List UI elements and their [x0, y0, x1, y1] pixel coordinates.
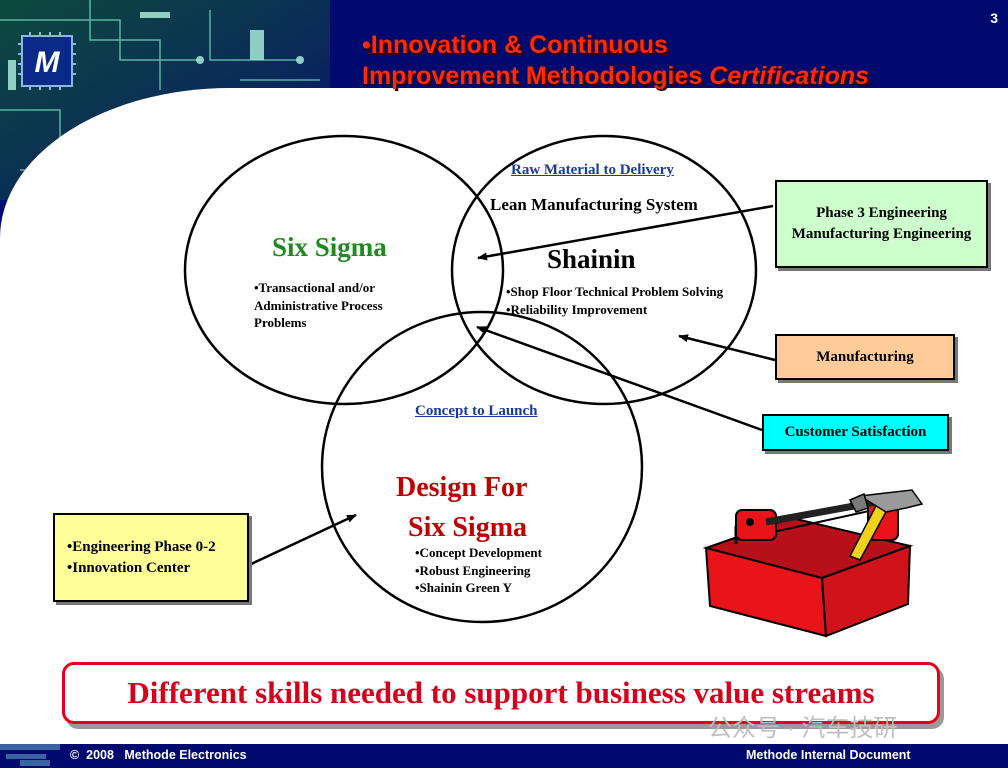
manufacturing-label: Manufacturing [816, 348, 914, 365]
raw-material-link[interactable]: Raw Material to Delivery [511, 162, 674, 178]
phase3-line-2: Manufacturing Engineering [791, 226, 972, 242]
dfss-bullet: •Shainin Green Y [415, 580, 513, 595]
customer-satisfaction-label: Customer Satisfaction [784, 424, 927, 440]
manufacturing-callout: Manufacturing [775, 334, 955, 380]
six-sigma-bullet: Problems [254, 315, 307, 330]
shainin-bullet: •Reliability Improvement [506, 301, 648, 317]
title-line-2: Improvement Methodologies Certifications [362, 61, 869, 92]
shainin-circle [450, 134, 758, 406]
logo-letter: M [35, 46, 61, 79]
six-sigma-circle [183, 134, 505, 406]
engineering-line-2: •Innovation Center [67, 559, 191, 576]
methode-logo: M [18, 32, 76, 90]
dfss-title-line-2: Six Sigma [408, 512, 528, 543]
shainin-bullet: •Shop Floor Technical Problem Solving [506, 284, 724, 299]
title-line-2-text: Improvement Methodologies [362, 62, 710, 90]
title-line-1: •Innovation & Continuous [362, 31, 668, 59]
slide-title: •Innovation & Continuous Improvement Met… [362, 30, 869, 92]
arrow-manufacturing [678, 334, 776, 362]
toolbox-icon [702, 489, 924, 638]
dfss-bullet: •Robust Engineering [415, 562, 531, 578]
arrow-phase3 [477, 204, 774, 261]
shainin-bullets: •Shop Floor Technical Problem Solving •R… [506, 283, 723, 318]
concept-to-launch-link[interactable]: Concept to Launch [415, 403, 538, 419]
lean-manufacturing-label: Lean Manufacturing System [490, 195, 698, 214]
dfss-title-line-1: Design For [396, 472, 528, 503]
engineering-callout: •Engineering Phase 0-2 •Innovation Cente… [53, 513, 249, 602]
watermark: 公众号 · 汽车技研 [708, 715, 898, 742]
summary-banner: Different skills needed to support busin… [62, 662, 940, 724]
six-sigma-bullets: •Transactional and/or Administrative Pro… [254, 279, 383, 332]
footer-document-label: Methode Internal Document [746, 748, 911, 762]
arrow-engineering [248, 513, 357, 567]
customer-satisfaction-callout: Customer Satisfaction [762, 414, 949, 451]
footer-copyright: © 2008 Methode Electronics [70, 748, 247, 762]
phase3-line-1: Phase 3 Engineering [816, 205, 947, 221]
six-sigma-bullet: •Transactional and/or [254, 280, 375, 295]
dfss-title: Design For Six Sigma [396, 468, 527, 548]
summary-banner-text: Different skills needed to support busin… [127, 675, 875, 710]
arrow-customer [476, 325, 763, 432]
engineering-line-1: •Engineering Phase 0-2 [67, 538, 216, 555]
dfss-bullets: •Concept Development •Robust Engineering… [415, 544, 542, 597]
page-number: 3 [990, 10, 998, 26]
shainin-title: Shainin [547, 244, 636, 274]
phase3-callout: Phase 3 Engineering Manufacturing Engine… [775, 180, 988, 268]
six-sigma-title: Six Sigma [272, 232, 387, 262]
six-sigma-bullet: Administrative Process [254, 297, 383, 313]
dfss-bullet: •Concept Development [415, 545, 542, 560]
dfss-circle [320, 310, 644, 624]
title-emphasis: Certifications [709, 62, 870, 90]
